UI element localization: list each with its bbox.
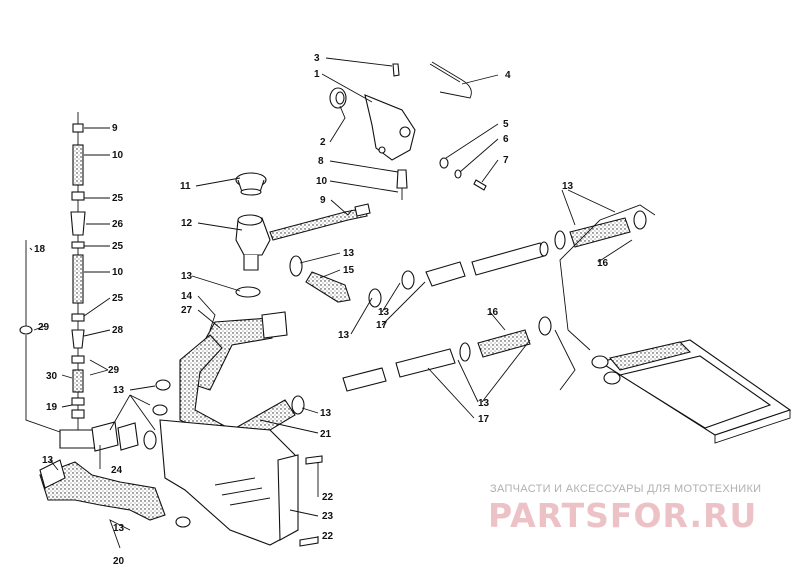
- callout-30: 30: [46, 371, 58, 382]
- callout-5: 5: [503, 119, 509, 130]
- grommet: [329, 87, 347, 109]
- callout-6: 6: [503, 134, 509, 145]
- callout-8: 8: [318, 156, 324, 167]
- callout-22: 22: [322, 531, 334, 542]
- callout-25: 25: [112, 193, 124, 204]
- u-bolt: [429, 61, 472, 99]
- watermark-logo: PARTSFOR.RU: [488, 496, 758, 535]
- callout-17: 17: [376, 320, 388, 331]
- callout-22: 22: [322, 492, 334, 503]
- callout-13: 13: [338, 330, 350, 341]
- callout-7: 7: [503, 155, 509, 166]
- radiator-cap: [235, 172, 267, 196]
- callout-24: 24: [111, 465, 123, 476]
- callout-labels: 3 1 4 5 2 6 8 7 10 11 13 9 12 13 16 15 1…: [34, 53, 609, 567]
- callout-19: 19: [46, 402, 58, 413]
- hose-20: [39, 459, 166, 521]
- bleed-line-assembly: [59, 112, 96, 449]
- callout-10: 10: [316, 176, 328, 187]
- callout-2: 2: [320, 137, 326, 148]
- callout-13: 13: [42, 455, 54, 466]
- hose-clamps: [152, 210, 647, 528]
- callout-4: 4: [505, 70, 511, 81]
- callout-12: 12: [181, 218, 193, 229]
- callout-13: 13: [181, 271, 193, 282]
- callout-13: 13: [113, 385, 125, 396]
- callout-13: 13: [343, 248, 355, 259]
- heat-exchanger: [554, 204, 792, 444]
- callout-9: 9: [320, 195, 326, 206]
- callout-13: 13: [562, 181, 574, 192]
- leader-lines: [29, 57, 633, 549]
- callout-16: 16: [487, 307, 499, 318]
- callout-23: 23: [322, 511, 334, 522]
- callout-29: 29: [38, 322, 50, 333]
- hose-16-upper: [569, 217, 631, 248]
- callout-11: 11: [180, 181, 191, 192]
- washer: [439, 157, 487, 191]
- bleed-screw: [396, 169, 408, 200]
- callout-17: 17: [478, 414, 490, 425]
- hose-15: [305, 271, 351, 303]
- mounting-bracket: [364, 94, 416, 161]
- watermark-tagline: ЗАПЧАСТИ И АКСЕССУАРЫ ДЛЯ МОТОТЕХНИКИ: [490, 483, 762, 495]
- callout-1: 1: [314, 69, 320, 80]
- callout-20: 20: [113, 556, 125, 567]
- callout-26: 26: [112, 219, 124, 230]
- callout-18: 18: [34, 244, 46, 255]
- radiator-panel: [159, 419, 299, 546]
- screws-22: [299, 455, 323, 547]
- callout-10: 10: [112, 267, 124, 278]
- connector-pipe-upper: [425, 241, 549, 287]
- screw: [392, 63, 400, 77]
- connector-pipe-lower: [342, 348, 456, 392]
- callout-25: 25: [112, 241, 124, 252]
- callout-14: 14: [181, 291, 193, 302]
- callout-13: 13: [378, 307, 390, 318]
- callout-27: 27: [181, 305, 193, 316]
- callout-9: 9: [112, 123, 118, 134]
- fittings-24: [91, 421, 157, 452]
- callout-15: 15: [343, 265, 355, 276]
- filler-neck: [235, 214, 271, 271]
- callout-13: 13: [320, 408, 332, 419]
- callout-13: 13: [113, 523, 125, 534]
- callout-3: 3: [314, 53, 320, 64]
- callout-10: 10: [112, 150, 124, 161]
- callout-28: 28: [112, 325, 124, 336]
- callout-16: 16: [597, 258, 609, 269]
- hose-16-lower: [477, 329, 531, 358]
- callout-29: 29: [108, 365, 120, 376]
- small-hose-9: [269, 203, 371, 241]
- callout-25: 25: [112, 293, 124, 304]
- callout-21: 21: [320, 429, 332, 440]
- rod-18: [19, 240, 61, 433]
- callout-13: 13: [478, 398, 490, 409]
